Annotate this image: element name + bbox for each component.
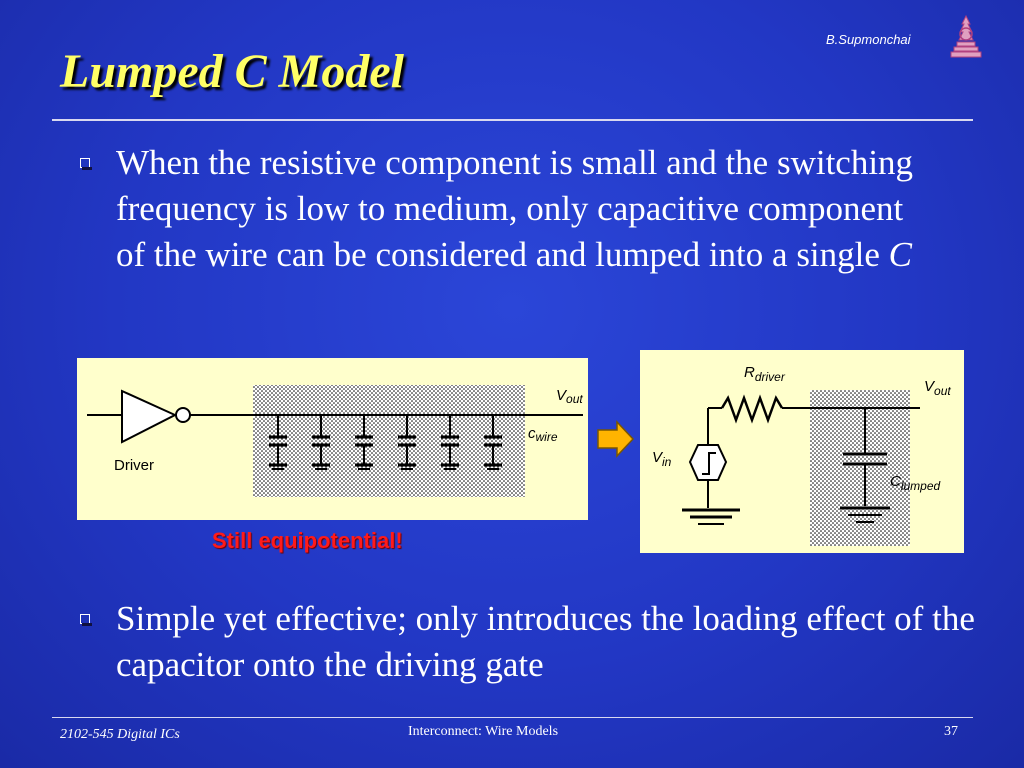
footer-course: 2102-545 Digital ICs — [60, 727, 180, 742]
slide-title: Lumped C Model — [60, 45, 404, 98]
footer-divider — [52, 717, 973, 718]
right-vout-label: Vout — [924, 378, 951, 398]
bullet-marker-icon — [80, 158, 92, 170]
lumped-c-circuit-diagram: Rdriver Vout Vin Clumped — [640, 350, 964, 553]
page-number: 37 — [944, 724, 958, 739]
author-name: B.Supmonchai — [826, 32, 911, 47]
lumped-cap-region — [810, 390, 910, 546]
equipotential-note: Still equipotential! — [212, 528, 403, 553]
rdriver-label: Rdriver — [744, 364, 786, 384]
bullet-1-text: When the resistive component is small an… — [116, 140, 936, 278]
title-divider — [52, 119, 973, 121]
bullet-marker-icon — [80, 614, 92, 626]
bullet-1-italic-c: C — [888, 235, 913, 274]
inverter-bubble — [175, 407, 191, 423]
bullet-2-text: Simple yet effective; only introduces th… — [116, 599, 975, 684]
bullet-1-body: When the resistive component is small an… — [116, 143, 914, 274]
distributed-capacitance-diagram: Driver Vout cwire — [77, 358, 588, 520]
cwire-label: cwire — [528, 425, 558, 444]
inverter-triangle — [121, 389, 178, 444]
driver-resistor — [720, 394, 784, 424]
vin-label: Vin — [652, 449, 672, 469]
clumped-label: Clumped — [890, 473, 941, 493]
footer-topic: Interconnect: Wire Models — [408, 724, 559, 739]
right-arrow-icon — [597, 420, 635, 458]
driver-label: Driver — [114, 457, 154, 474]
university-logo-icon — [948, 14, 984, 60]
wire-region — [253, 385, 525, 497]
left-vout-label: Vout — [556, 387, 583, 406]
